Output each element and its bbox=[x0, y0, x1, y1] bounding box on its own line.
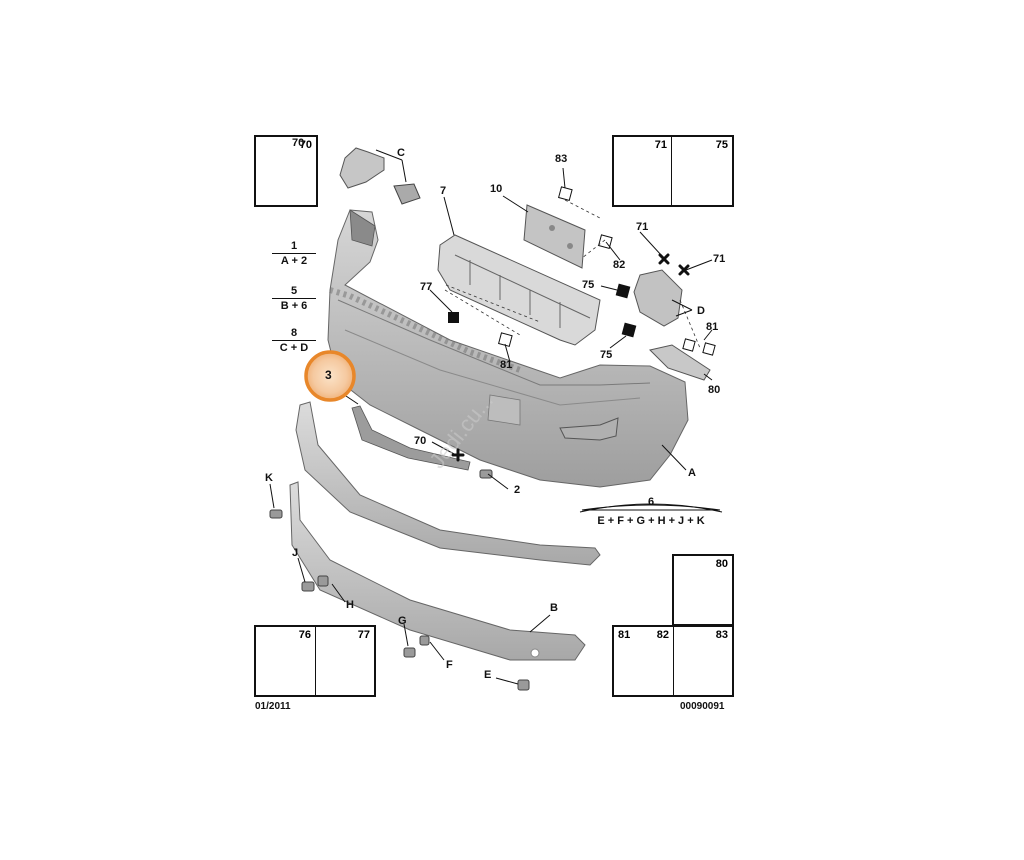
callout-77: 77 bbox=[420, 281, 433, 293]
fraction-8: 8 C + D bbox=[272, 327, 316, 354]
footer-ref: 00090091 bbox=[680, 701, 725, 712]
callout-70-mid: 70 bbox=[414, 435, 427, 447]
callout-7: 7 bbox=[440, 185, 447, 197]
box-part-81-82-83: 81 82 83 bbox=[612, 625, 734, 697]
callout-2: 2 bbox=[514, 484, 521, 496]
box-cell-71: 71 bbox=[614, 137, 672, 205]
fraction-1-bottom: A + 2 bbox=[280, 255, 308, 267]
box-label-76: 76 bbox=[298, 629, 311, 641]
callout-75-b: 75 bbox=[600, 349, 613, 361]
bracket-d bbox=[633, 269, 711, 381]
box-part-80: 80 bbox=[672, 554, 734, 626]
callout-70-top: 70 bbox=[292, 137, 305, 149]
callout-K: K bbox=[265, 472, 273, 484]
lower-trim-strip bbox=[295, 401, 601, 566]
fraction-8-top: 8 bbox=[272, 327, 316, 341]
callout-83: 83 bbox=[555, 153, 568, 165]
box-label-80: 80 bbox=[715, 558, 728, 570]
callout-81-a: 81 bbox=[706, 321, 719, 333]
fraction-1-top: 1 bbox=[272, 240, 316, 254]
fraction-5-bottom: B + 6 bbox=[280, 300, 308, 312]
group-6-bracket bbox=[579, 503, 723, 513]
box-cell-77: 77 bbox=[316, 627, 374, 695]
callout-A: A bbox=[688, 467, 696, 479]
callout-71-b: 71 bbox=[713, 253, 726, 265]
bracket-c bbox=[339, 147, 421, 205]
fraction-5: 5 B + 6 bbox=[272, 285, 316, 312]
callout-E: E bbox=[484, 669, 492, 681]
cross-markers bbox=[451, 253, 690, 462]
callout-F: F bbox=[446, 659, 453, 671]
square-markers bbox=[448, 283, 637, 338]
fraction-6-top: 6 bbox=[647, 496, 655, 508]
callout-G: G bbox=[398, 615, 407, 627]
reflector-trim bbox=[351, 405, 471, 471]
callout-75-a: 75 bbox=[582, 279, 595, 291]
callout-H: H bbox=[346, 599, 354, 611]
box-label-71: 71 bbox=[654, 139, 667, 151]
callout-C: C bbox=[397, 147, 405, 159]
box-part-76-77: 76 77 bbox=[254, 625, 376, 697]
box-cell-81-82: 81 82 bbox=[614, 627, 674, 695]
fastener-clips bbox=[269, 469, 530, 691]
callout-80: 80 bbox=[708, 384, 721, 396]
box-label-83: 83 bbox=[715, 629, 728, 641]
box-label-82: 82 bbox=[656, 629, 669, 641]
callout-D: D bbox=[697, 305, 705, 317]
plate-bracket bbox=[523, 204, 586, 269]
box-cell-75: 75 bbox=[672, 137, 732, 205]
callout-B: B bbox=[550, 602, 558, 614]
fraction-5-top: 5 bbox=[272, 285, 316, 299]
box-cell-83: 83 bbox=[674, 627, 732, 695]
box-cell-76: 76 bbox=[256, 627, 316, 695]
dashed-guides bbox=[444, 199, 701, 349]
box-label-70: 70 bbox=[299, 139, 312, 151]
callout-81-b: 81 bbox=[500, 359, 513, 371]
fraction-1: 1 A + 2 bbox=[272, 240, 316, 267]
fraction-6: 6 E + F + G + H + J + K bbox=[578, 496, 724, 527]
box-part-70: 70 bbox=[254, 135, 318, 207]
leader-lines bbox=[269, 149, 721, 685]
box-label-77: 77 bbox=[357, 629, 370, 641]
box-label-75: 75 bbox=[715, 139, 728, 151]
callout-3: 3 bbox=[325, 368, 332, 382]
highlight-circle bbox=[304, 350, 356, 402]
fraction-8-bottom: C + D bbox=[279, 342, 309, 354]
callout-10: 10 bbox=[490, 183, 503, 195]
diffuser-b bbox=[289, 481, 586, 661]
fraction-6-bottom: E + F + G + H + J + K bbox=[597, 515, 705, 527]
callout-J: J bbox=[292, 547, 299, 559]
bumper-cover bbox=[327, 209, 689, 488]
impact-absorber bbox=[437, 234, 601, 346]
box-part-71-75: 71 75 bbox=[612, 135, 734, 207]
callout-71-a: 71 bbox=[636, 221, 649, 233]
footer-date: 01/2011 bbox=[255, 701, 291, 712]
callout-82: 82 bbox=[613, 259, 626, 271]
box-label-81: 81 bbox=[618, 629, 631, 641]
